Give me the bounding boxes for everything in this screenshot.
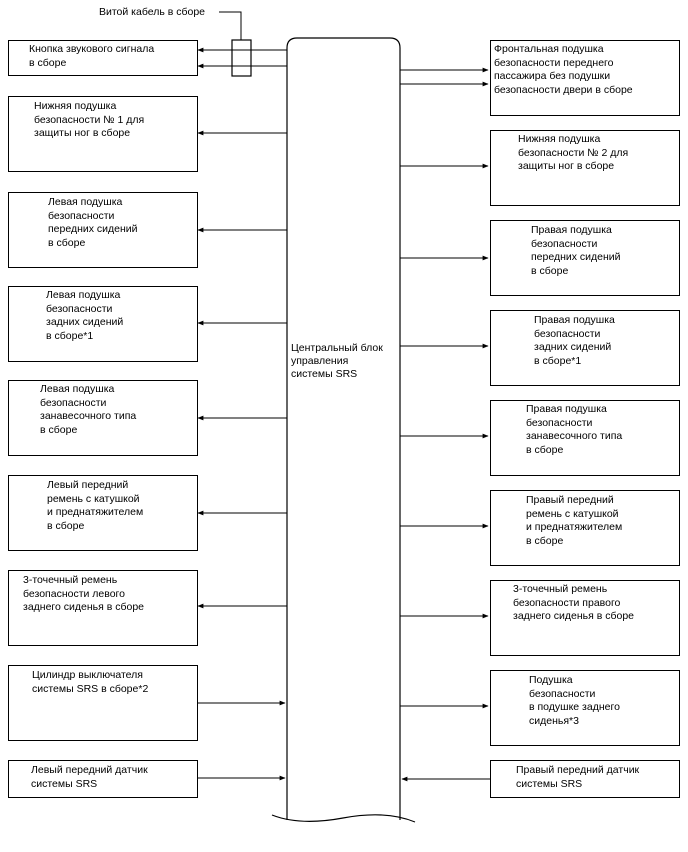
horn-button-box: Кнопка звукового сигнала в сборе — [8, 40, 198, 76]
knee-airbag-2-box: Нижняя подушка безопасности № 2 для защи… — [490, 130, 680, 206]
right-front-belt-label: Правый передний ремень с катушкой и пред… — [526, 494, 623, 547]
right-front-seat-airbag-label: Правая подушка безопасности передних сид… — [531, 224, 621, 277]
left-rear-seat-airbag-label: Левая подушка безопасности задних сидени… — [46, 289, 124, 342]
rear-seat-cushion-airbag-label: Подушка безопасности в подушке заднего с… — [529, 674, 620, 727]
left-front-belt-box: Левый передний ремень с катушкой и предн… — [8, 475, 198, 551]
right-front-sensor-label: Правый передний датчик системы SRS — [516, 764, 640, 790]
right-rear-seat-airbag-label: Правая подушка безопасности задних сиден… — [534, 314, 615, 367]
center-unit-label: Центральный блок управления системы SRS — [291, 342, 383, 380]
right-curtain-airbag-label: Правая подушка безопасности занавесочног… — [526, 403, 623, 456]
rear-seat-cushion-airbag-box: Подушка безопасности в подушке заднего с… — [490, 670, 680, 746]
srs-switch-cylinder-box: Цилиндр выключателя системы SRS в сборе*… — [8, 665, 198, 741]
right-front-seat-airbag-box: Правая подушка безопасности передних сид… — [490, 220, 680, 296]
srs-switch-cylinder-label: Цилиндр выключателя системы SRS в сборе*… — [32, 669, 149, 695]
horn-button-label: Кнопка звукового сигнала в сборе — [29, 43, 155, 69]
right-front-sensor-box: Правый передний датчик системы SRS — [490, 760, 680, 798]
knee-airbag-2-label: Нижняя подушка безопасности № 2 для защи… — [518, 133, 629, 172]
left-front-sensor-box: Левый передний датчик системы SRS — [8, 760, 198, 798]
left-rear-belt-label: 3-точечный ремень безопасности левого за… — [23, 574, 145, 613]
center-unit-break — [271, 814, 416, 823]
left-curtain-airbag-box: Левая подушка безопасности занавесочного… — [8, 380, 198, 456]
passenger-airbag-label: Фронтальная подушка безопасности передне… — [494, 43, 633, 96]
knee-airbag-1-box: Нижняя подушка безопасности № 1 для защи… — [8, 96, 198, 172]
coiled-cable-block — [231, 39, 252, 77]
left-front-sensor-label: Левый передний датчик системы SRS — [31, 764, 148, 790]
knee-airbag-1-label: Нижняя подушка безопасности № 1 для защи… — [34, 100, 145, 139]
left-front-belt-label: Левый передний ремень с катушкой и предн… — [47, 479, 144, 532]
left-curtain-airbag-label: Левая подушка безопасности занавесочного… — [40, 383, 137, 436]
passenger-airbag-box: Фронтальная подушка безопасности передне… — [490, 40, 680, 116]
coiled-cable-label: Витой кабель в сборе — [99, 6, 206, 18]
left-rear-belt-box: 3-точечный ремень безопасности левого за… — [8, 570, 198, 646]
coiled-cable-leader — [219, 11, 242, 40]
left-rear-seat-airbag-box: Левая подушка безопасности задних сидени… — [8, 286, 198, 362]
right-rear-belt-box: 3-точечный ремень безопасности правого з… — [490, 580, 680, 656]
center-unit-outline — [286, 37, 401, 820]
right-curtain-airbag-box: Правая подушка безопасности занавесочног… — [490, 400, 680, 476]
right-rear-belt-label: 3-точечный ремень безопасности правого з… — [513, 583, 635, 622]
right-front-belt-box: Правый передний ремень с катушкой и пред… — [490, 490, 680, 566]
left-front-seat-airbag-label: Левая подушка безопасности передних сиде… — [48, 196, 138, 249]
right-rear-seat-airbag-box: Правая подушка безопасности задних сиден… — [490, 310, 680, 386]
left-front-seat-airbag-box: Левая подушка безопасности передних сиде… — [8, 192, 198, 268]
